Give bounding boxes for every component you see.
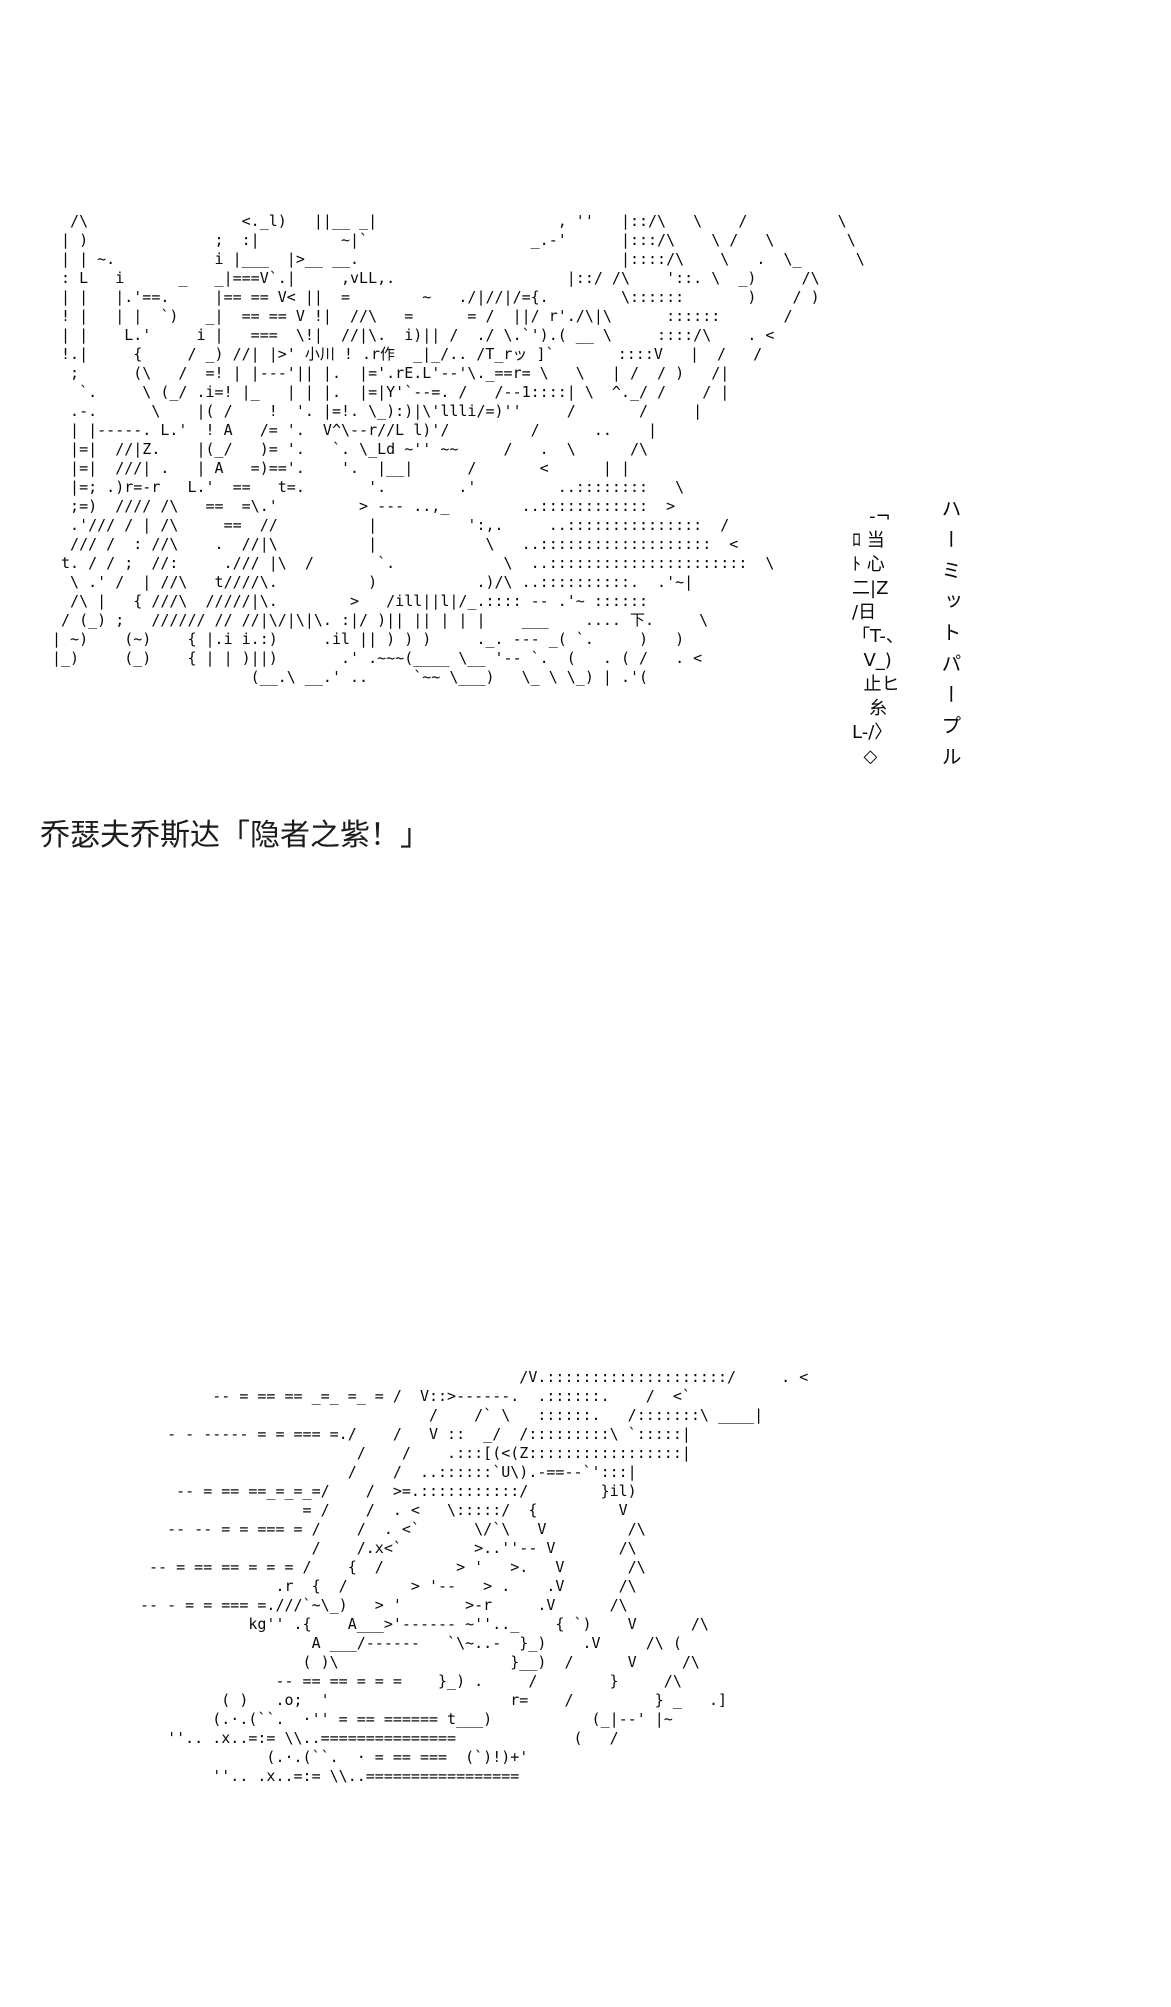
ascii-art-side-glyph-column: -¬ ﾛ 当 ﾄ 心 二|Z /日 「T-、 V_) 止ヒ 糸 L-/〉 ◇ — [852, 506, 904, 767]
ascii-art-top: /\ <._l) ||__ _| , '' |::/\ \ / \ | ) ; … — [52, 212, 865, 686]
caption-text: 乔瑟夫乔斯达「隐者之紫！」 — [40, 819, 430, 852]
stand-name-vertical-label: ハーミットパープル — [938, 498, 962, 777]
ascii-art-bottom: /V.::::::::::::::::::::/ . < -- = == == … — [140, 1368, 809, 1785]
